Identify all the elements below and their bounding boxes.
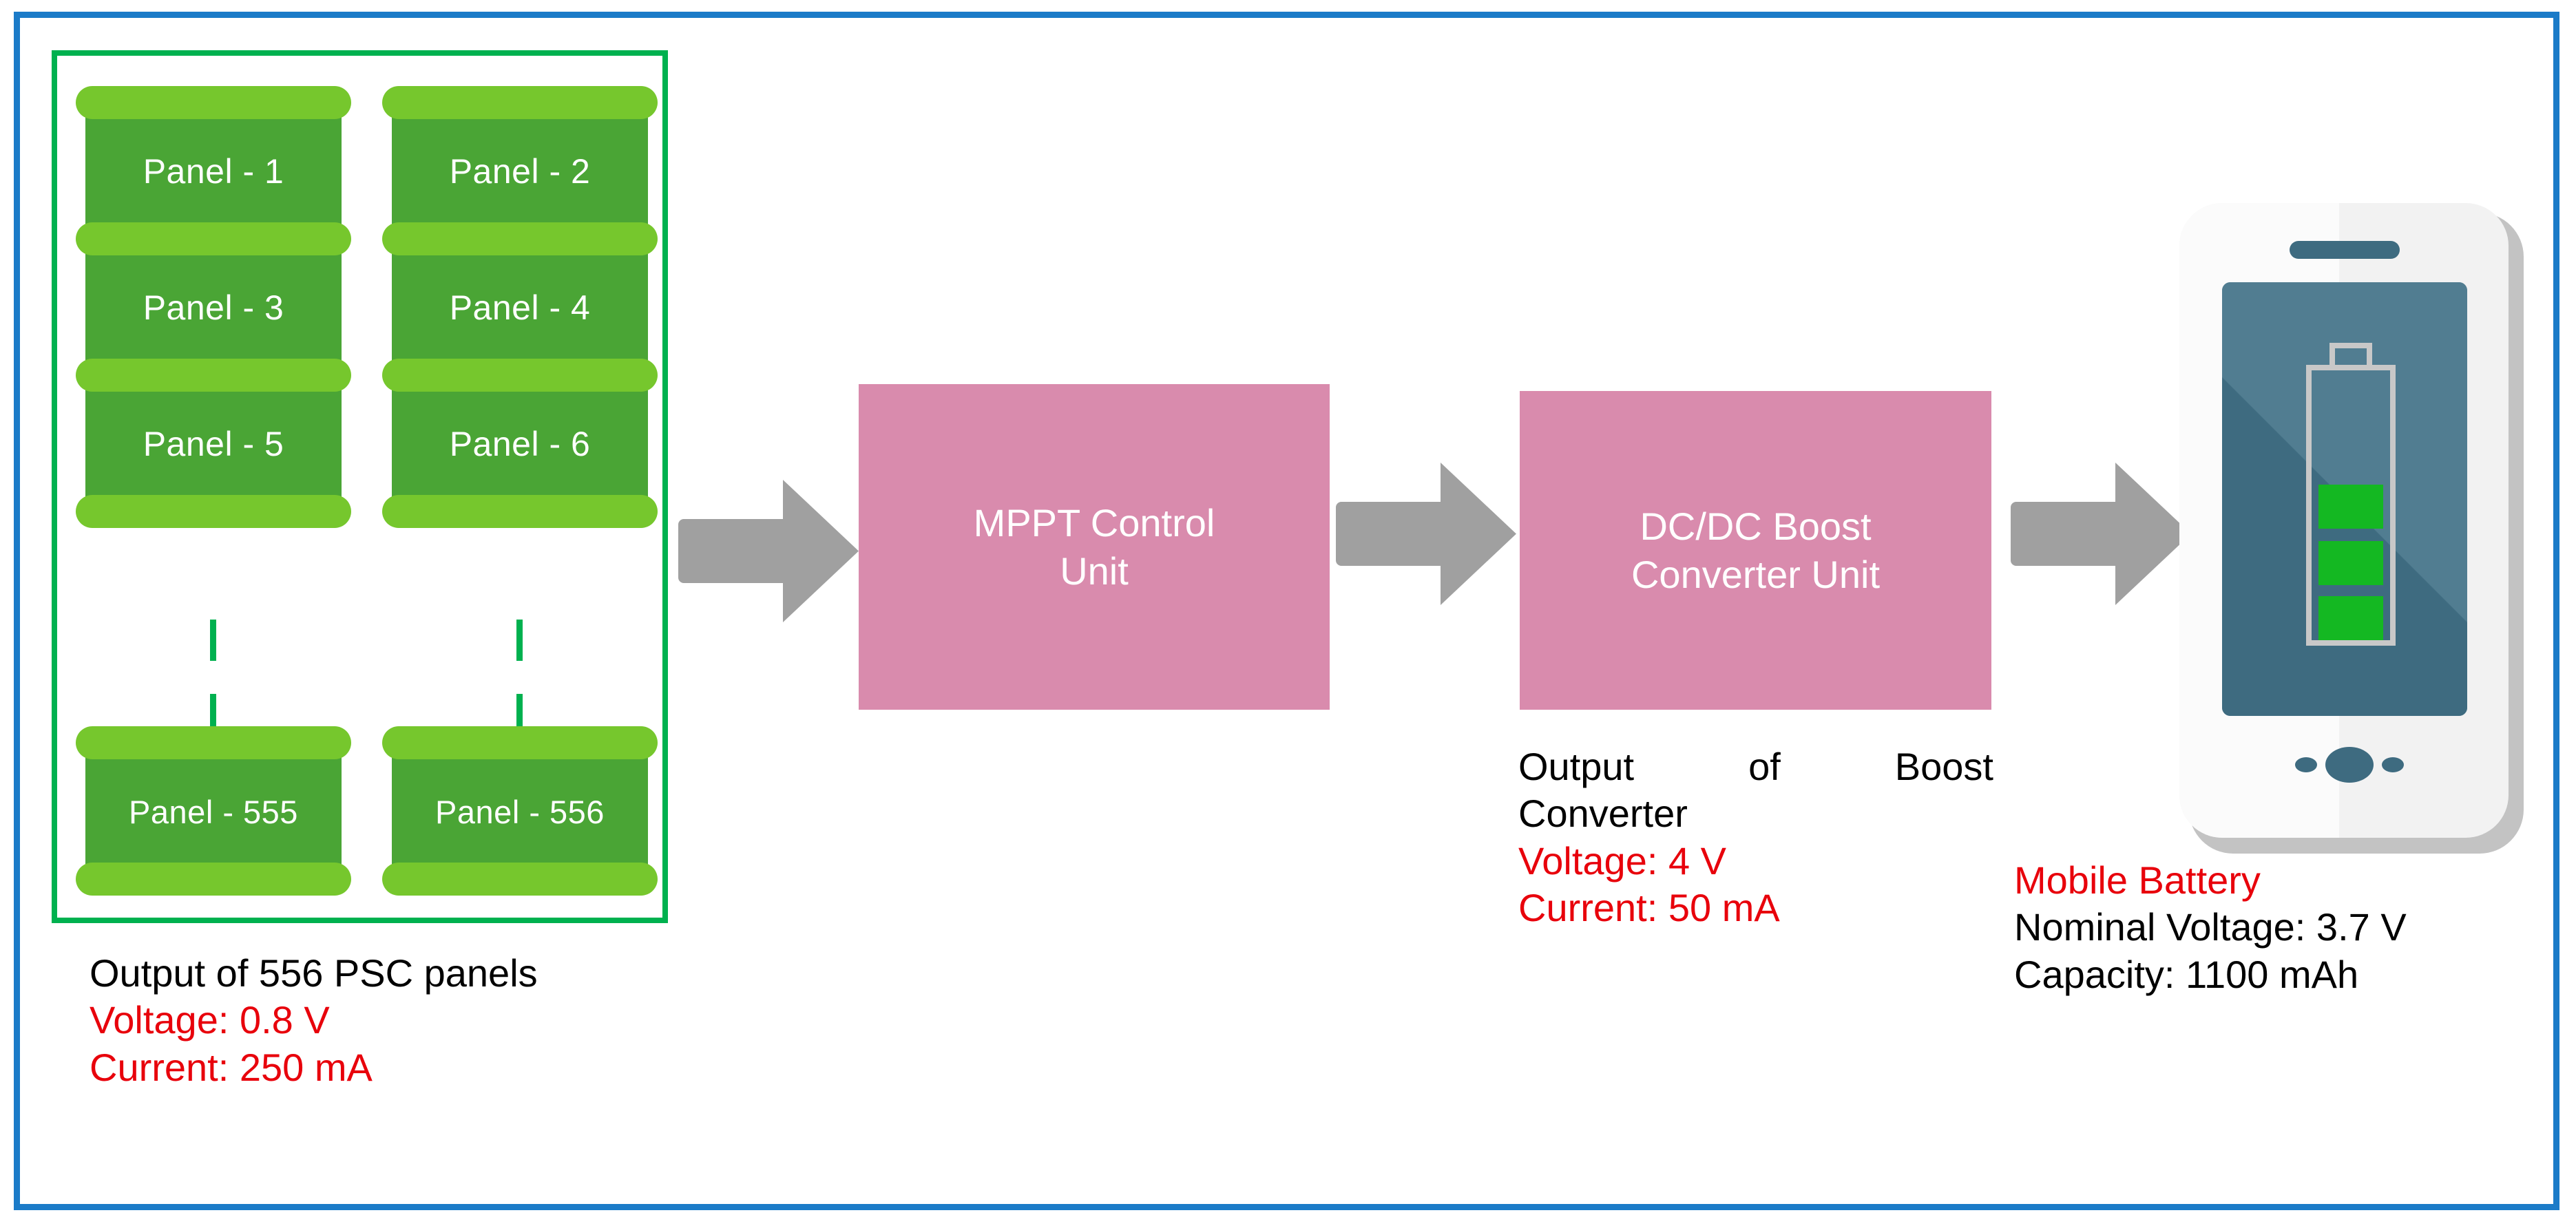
dash-segment — [210, 694, 216, 735]
panel-cap — [76, 863, 351, 896]
arrow-mppt-to-boost — [1336, 463, 1516, 605]
panel-body: Panel - 3 — [85, 247, 342, 368]
boost-caption-title-line2: Converter — [1518, 792, 1688, 836]
boost-output-caption: Output of Boost Converter Voltage: 4 V C… — [1518, 743, 1993, 931]
phone-speaker-icon — [2290, 241, 2400, 259]
panel-unit[interactable]: Panel - 555 — [76, 726, 351, 896]
phone-screen — [2222, 282, 2467, 716]
mppt-label-line2: Unit — [1060, 549, 1129, 593]
panel-body: Panel - 1 — [85, 111, 342, 232]
panel-cap — [76, 359, 351, 392]
panel-cap — [76, 495, 351, 528]
right-block-arrow-icon — [678, 480, 859, 622]
panel-continuation-dashes-left — [210, 620, 216, 768]
panel-body: Panel - 556 — [392, 751, 648, 872]
panel-unit[interactable]: Panel - 5 — [76, 359, 351, 528]
panel-stack-left-bottom: Panel - 555 — [76, 726, 351, 896]
boost-caption-voltage: Voltage: 4 V — [1518, 838, 1727, 882]
battery-terminal — [2329, 343, 2372, 370]
panel-body: Panel - 6 — [392, 383, 648, 505]
battery-shell — [2306, 365, 2396, 646]
phone-button-left — [2295, 757, 2317, 772]
panel-cap — [382, 863, 658, 896]
panel-cap — [76, 86, 351, 119]
panel-body: Panel - 4 — [392, 247, 648, 368]
panel-label: Panel - 3 — [143, 288, 284, 327]
dash-segment — [516, 620, 523, 661]
panel-cap — [76, 222, 351, 255]
panel-stack-left-top: Panel - 1 Panel - 3 Panel - 5 — [76, 86, 351, 528]
battery-caption-title: Mobile Battery — [2014, 858, 2261, 902]
arrow-boost-to-battery — [2011, 463, 2191, 605]
mppt-control-unit-block[interactable]: MPPT Control Unit — [859, 384, 1330, 710]
panel-label: Panel - 4 — [449, 288, 591, 327]
phone-button-right — [2382, 757, 2404, 772]
panel-cap — [382, 359, 658, 392]
dcdc-boost-converter-block[interactable]: DC/DC Boost Converter Unit — [1520, 391, 1991, 710]
panel-unit[interactable]: Panel - 3 — [76, 222, 351, 368]
mobile-battery-caption: Mobile Battery Nominal Voltage: 3.7 V Ca… — [2014, 857, 2565, 998]
panel-stack-right-top: Panel - 2 Panel - 4 Panel - 6 — [382, 86, 658, 528]
phone-home-button — [2325, 747, 2374, 783]
battery-level-bar — [2318, 596, 2383, 640]
panel-unit[interactable]: Panel - 4 — [382, 222, 658, 368]
panels-caption-voltage: Voltage: 0.8 V — [90, 998, 330, 1042]
panel-unit[interactable]: Panel - 2 — [382, 86, 658, 232]
panel-body: Panel - 5 — [85, 383, 342, 505]
right-block-arrow-icon — [1336, 463, 1516, 605]
battery-level-bar — [2318, 485, 2383, 529]
battery-caption-nominal-voltage: Nominal Voltage: 3.7 V — [2014, 905, 2407, 949]
panel-label: Panel - 5 — [143, 425, 284, 463]
panel-label: Panel - 556 — [435, 793, 605, 830]
panel-cap — [382, 495, 658, 528]
right-block-arrow-icon — [2011, 463, 2191, 605]
boost-caption-title-line1: Output of Boost — [1518, 745, 1993, 788]
panel-cap — [382, 726, 658, 759]
panels-caption-current: Current: 250 mA — [90, 1045, 373, 1089]
boost-caption-current: Current: 50 mA — [1518, 885, 1780, 929]
panel-label: Panel - 1 — [143, 152, 284, 191]
panel-stack-right-bottom: Panel - 556 — [382, 726, 658, 896]
mppt-label-line1: MPPT Control — [973, 500, 1215, 545]
panel-unit[interactable]: Panel - 1 — [76, 86, 351, 232]
dash-segment — [210, 620, 216, 661]
battery-charging-icon — [2306, 343, 2396, 646]
smartphone-icon — [2179, 203, 2524, 854]
panel-continuation-dashes-right — [516, 620, 523, 768]
battery-caption-capacity: Capacity: 1100 mAh — [2014, 952, 2359, 996]
arrow-panels-to-mppt — [678, 480, 859, 622]
boost-label-line1: DC/DC Boost — [1640, 504, 1872, 548]
dash-segment — [516, 694, 523, 735]
panel-label: Panel - 555 — [129, 793, 298, 830]
panel-label: Panel - 2 — [449, 152, 591, 191]
panel-label: Panel - 6 — [449, 425, 591, 463]
panel-cap — [76, 726, 351, 759]
battery-level-bar — [2318, 541, 2383, 585]
phone-body — [2179, 203, 2509, 838]
panel-cap — [382, 86, 658, 119]
panels-caption-title: Output of 556 PSC panels — [90, 951, 538, 995]
panel-cap — [382, 222, 658, 255]
boost-label-line2: Converter Unit — [1631, 552, 1881, 596]
panel-unit[interactable]: Panel - 6 — [382, 359, 658, 528]
panel-body: Panel - 555 — [85, 751, 342, 872]
panel-unit[interactable]: Panel - 556 — [382, 726, 658, 896]
panels-output-caption: Output of 556 PSC panels Voltage: 0.8 V … — [90, 950, 778, 1091]
panel-body: Panel - 2 — [392, 111, 648, 232]
